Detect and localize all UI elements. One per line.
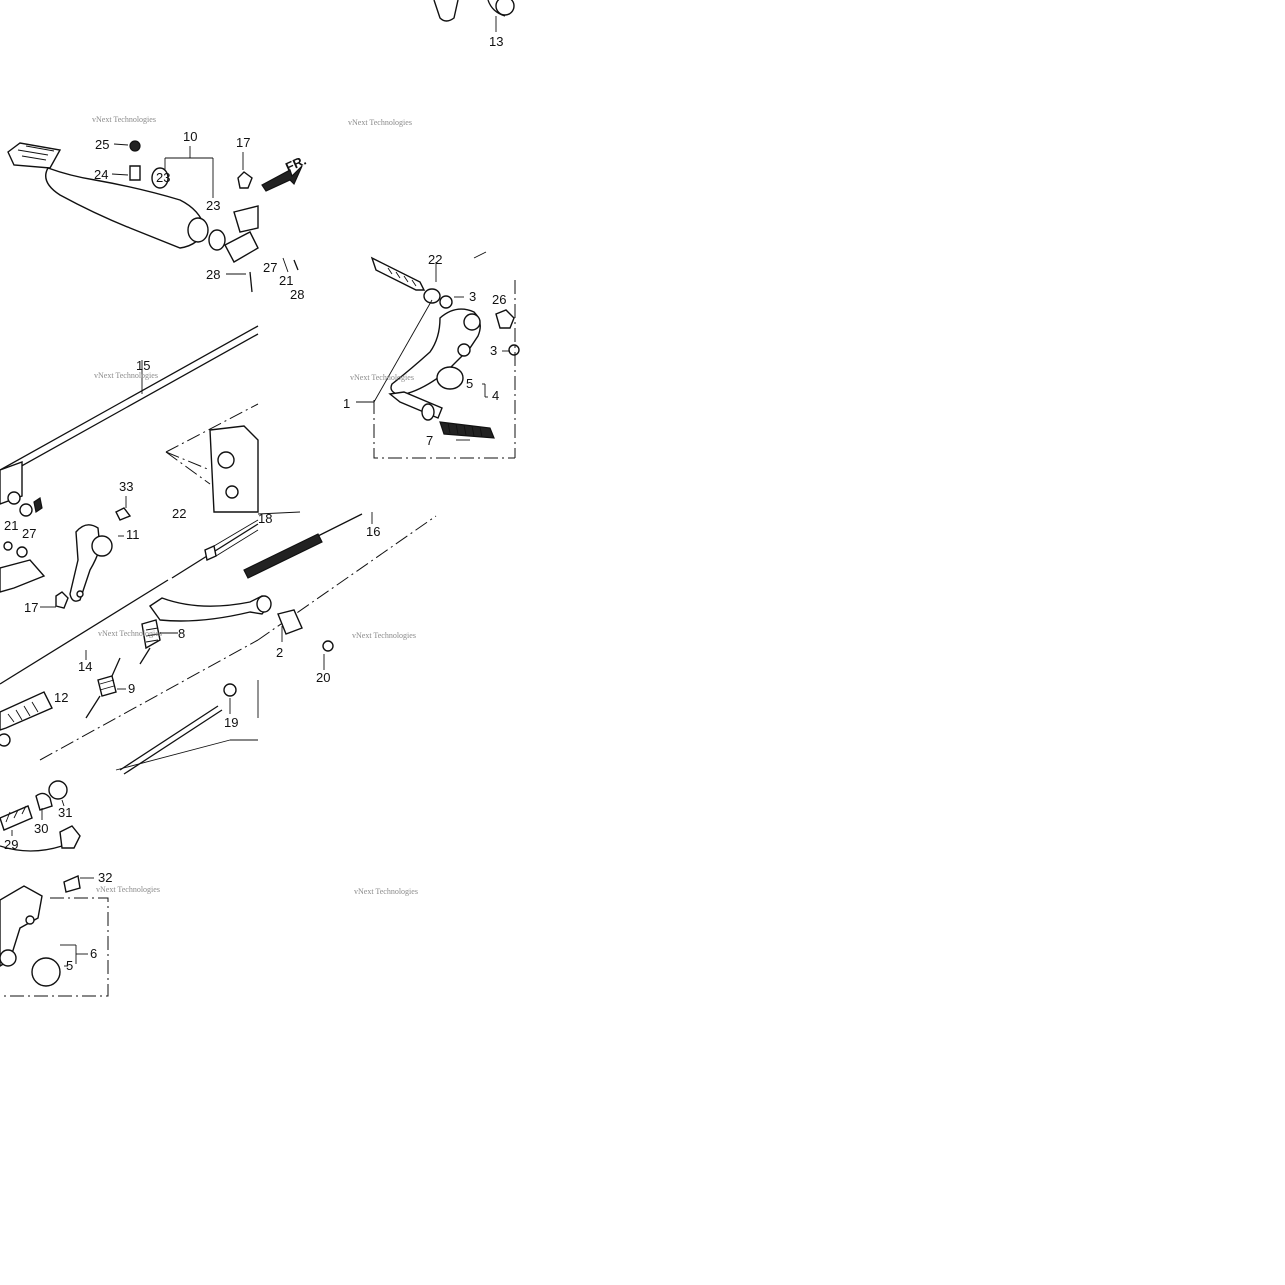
callout-label: 13 (489, 34, 503, 49)
callout-label: 8 (178, 626, 185, 641)
callout-label: 26 (492, 292, 506, 307)
brake-pedal (7, 140, 303, 293)
callout-label: 28 (290, 287, 304, 302)
callout-label: 22 (172, 506, 186, 521)
callout-label: 11 (126, 527, 140, 542)
shift-pedal-frame (356, 262, 516, 459)
watermark: vNext Technologies (350, 373, 414, 382)
callout-label: 27 (22, 526, 36, 541)
callout-label: 5 (66, 958, 73, 973)
callout-label: 21 (279, 273, 293, 288)
watermark: vNext Technologies (94, 371, 158, 380)
callout-label: 2 (276, 645, 283, 660)
direction-label: FR. (283, 153, 308, 175)
callout-label: 1 (343, 396, 350, 411)
callout-label: 29 (4, 837, 18, 852)
callout-label: 33 (119, 479, 133, 494)
watermark: vNext Technologies (348, 118, 412, 127)
callout-label: 23 (206, 198, 220, 213)
watermark: vNext Technologies (354, 887, 418, 896)
brake-arm (0, 360, 373, 747)
callout-label: 3 (469, 289, 476, 304)
bottom-linkage (0, 780, 109, 997)
callout-label: 15 (136, 358, 150, 373)
callout-label: 32 (98, 870, 112, 885)
callout-label: 25 (95, 137, 109, 152)
callout-label: 14 (78, 659, 92, 674)
callout-label: 30 (34, 821, 48, 836)
callout-label: 16 (366, 524, 380, 539)
callout-label: 27 (263, 260, 277, 275)
callout-label: 19 (224, 715, 238, 730)
callout-label: 17 (24, 600, 38, 615)
watermark: vNext Technologies (92, 115, 156, 124)
callout-label: 10 (183, 129, 197, 144)
watermark: vNext Technologies (352, 631, 416, 640)
callout-label: 28 (206, 267, 220, 282)
callout-label: 22 (428, 252, 442, 267)
callout-label: 23 (156, 170, 170, 185)
watermark: vNext Technologies (98, 629, 162, 638)
callout-label: 4 (492, 388, 499, 403)
watermark: vNext Technologies (96, 885, 160, 894)
callout-label: 5 (466, 376, 473, 391)
callout-label: 17 (236, 135, 250, 150)
callout-label: 20 (316, 670, 330, 685)
callout-label: 12 (54, 690, 68, 705)
callout-label: 18 (258, 511, 272, 526)
callout-labels: 13 10 25 17 24 23 23 22 27 28 21 28 3 26… (4, 34, 506, 973)
callout-label: 7 (426, 433, 433, 448)
callout-label: 24 (94, 167, 108, 182)
rods-and-cables (0, 325, 437, 775)
callout-label: 31 (58, 805, 72, 820)
callout-label: 9 (128, 681, 135, 696)
shift-pedal (370, 251, 520, 439)
watermarks: vNext Technologies vNext Technologies vN… (92, 115, 418, 896)
callout-label: 3 (490, 343, 497, 358)
callout-label: 21 (4, 518, 18, 533)
part-13-fragment (433, 0, 515, 32)
callout-label: 6 (90, 946, 97, 961)
middle-linkage (0, 425, 259, 609)
brake-pedal-leaders (111, 143, 289, 275)
